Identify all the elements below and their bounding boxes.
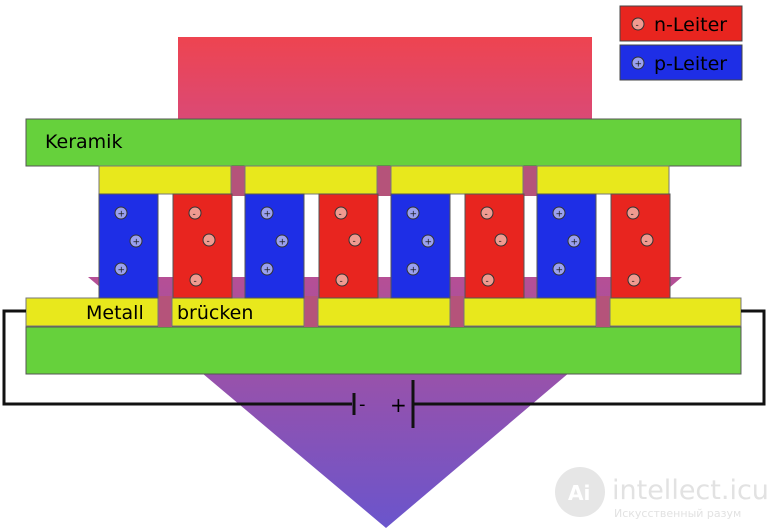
hole-charge-icon-1-3 [114,262,128,276]
n-type-leg-6 [464,193,525,299]
ceramic-label: Keramik [45,131,122,153]
metal-bridge-bottom-4 [463,297,597,327]
electron-sign-8-3: - [632,277,635,287]
electron-sign-6-3: - [486,277,489,287]
metal-bridge-bottom-5 [609,297,742,327]
legend-p-sign: + [635,60,643,70]
electron-charge-icon-4-1 [334,206,348,220]
connector-bottom-3 [450,296,464,327]
p-type-leg-7 [536,193,597,299]
electron-charge-icon-8-1 [626,206,640,220]
electron-charge-icon-4-3 [335,273,349,287]
hole-sign-5-2: + [425,238,433,248]
watermark-logo-letters: Ai [568,481,590,505]
hole-sign-5-1: + [410,210,418,220]
watermark-tagline: Искусственный разум [614,507,741,520]
electron-sign-4-2: - [353,237,356,247]
legend-n-sign: - [636,21,639,31]
hole-sign-7-3: + [556,266,564,276]
electron-sign-6-2: - [499,237,502,247]
hole-sign-7-2: + [571,238,579,248]
electron-charge-icon-2-2 [202,233,216,247]
hole-charge-icon-3-2 [275,234,289,248]
watermark-brand: intellect.icu [612,475,769,506]
connector-bottom-4 [596,296,610,327]
metal-bridges-bottom [25,297,742,327]
connector-strips [158,166,610,327]
hole-sign-7-1: + [556,210,564,220]
hole-charge-icon-1-2 [129,234,143,248]
electron-sign-2-3: - [194,277,197,287]
connector-bottom-1 [158,296,172,327]
electron-charge-icon-6-2 [494,233,508,247]
legend-n-label: n-Leiter [654,14,727,36]
hole-charge-icon-7-3 [552,262,566,276]
metal-bridge-bottom-2 [171,297,305,327]
hole-sign-1-1: + [118,210,126,220]
polarity-minus-label: - [359,394,366,415]
heat-inflow-band [178,37,592,125]
legend-p-label: p-Leiter [654,53,727,75]
electron-charge-icon-4-2 [348,233,362,247]
electron-charge-icon-2-1 [188,206,202,220]
electron-charge-icon-6-1 [480,206,494,220]
connector-top-3 [523,166,537,196]
hole-sign-5-3: + [410,266,418,276]
metal-bridge-top-2 [244,165,378,195]
ceramic-plate-top [25,118,742,167]
watermark: Ai intellect.icu Искусственный разум [555,467,769,520]
hole-sign-1-3: + [118,266,126,276]
connector-bottom-2 [304,296,318,327]
connector-top-1 [231,166,245,196]
electron-sign-6-1: - [485,210,488,220]
metal-bridge-top-3 [390,165,524,195]
electron-charge-icon-8-2 [640,233,654,247]
p-type-leg-5 [390,193,451,299]
electron-sign-4-3: - [340,277,343,287]
n-type-leg-8 [610,193,671,299]
p-type-leg-1 [98,193,159,299]
bridge-label-part1: Metall [86,302,144,324]
hole-charge-icon-3-1 [260,206,274,220]
connector-top-2 [377,166,391,196]
hole-charge-icon-1-1 [114,206,128,220]
hole-sign-3-3: + [264,266,272,276]
electron-charge-icon-6-3 [481,273,495,287]
polarity-plus-label: + [390,393,407,417]
bridge-label-part2: brücken [177,302,253,324]
electron-sign-2-2: - [207,237,210,247]
hole-charge-icon-7-2 [567,234,581,248]
ceramic-plate-bottom [25,326,742,375]
hole-charge-icon-7-1 [552,206,566,220]
metal-bridges-top [98,165,670,195]
electron-sign-4-1: - [339,210,342,220]
semiconductor-legs: + + + - - - + + + - - - + + + - - - + + + - - - [98,193,671,299]
metal-bridge-top-1 [98,165,232,195]
electron-sign-8-2: - [645,237,648,247]
hole-sign-1-2: + [133,238,141,248]
n-type-leg-4 [318,193,379,299]
hole-charge-icon-5-1 [406,206,420,220]
metal-bridge-bottom-1 [25,297,159,327]
hole-sign-3-2: + [279,238,287,248]
circuit-wire [2,309,766,406]
hole-sign-3-1: + [264,210,272,220]
n-type-leg-2 [172,193,233,299]
legend: - n-Leiter + p-Leiter [619,5,743,81]
hole-charge-icon-5-3 [406,262,420,276]
metal-bridge-top-4 [536,165,670,195]
legend-p-symbol [631,56,645,70]
electron-sign-8-1: - [631,210,634,220]
electron-charge-icon-2-3 [189,273,203,287]
legend-n-symbol [631,17,645,31]
watermark-logo-icon [555,467,605,517]
electron-charge-icon-8-3 [627,273,641,287]
hole-charge-icon-5-2 [421,234,435,248]
p-type-leg-3 [244,193,305,299]
electron-sign-2-1: - [193,210,196,220]
metal-bridge-bottom-3 [317,297,451,327]
hole-charge-icon-3-3 [260,262,274,276]
